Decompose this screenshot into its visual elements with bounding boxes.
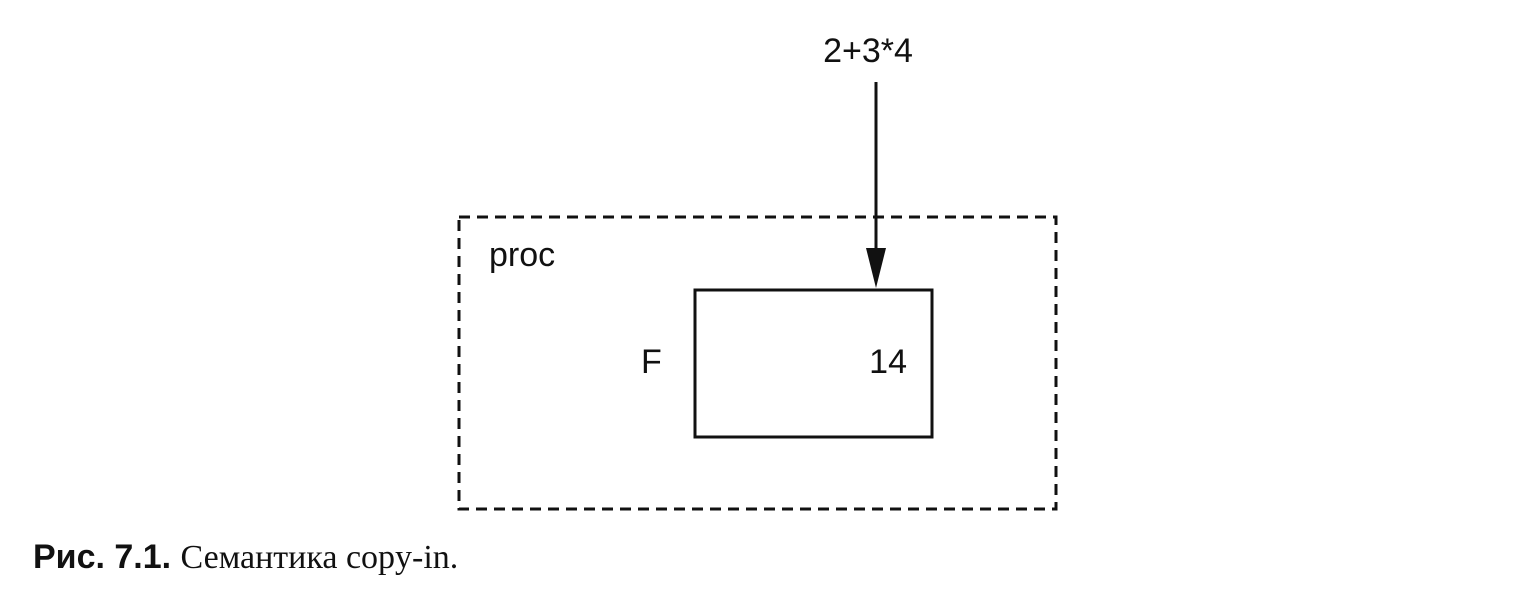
parameter-box [693,288,934,439]
procedure-label: proc [489,236,555,274]
copy-in-arrowhead [866,248,886,288]
figure-caption-text: Семантика copy-in. [180,539,459,576]
procedure-frame [457,215,1058,511]
parameter-value-label: 14 [869,343,907,381]
figure-caption: Рис. 7.1. Семантика copy-in. [33,540,458,575]
figure-caption-label: Рис. 7.1. [33,538,172,576]
expression-label: 2+3*4 [823,32,913,70]
parameter-name-label: F [641,343,662,381]
